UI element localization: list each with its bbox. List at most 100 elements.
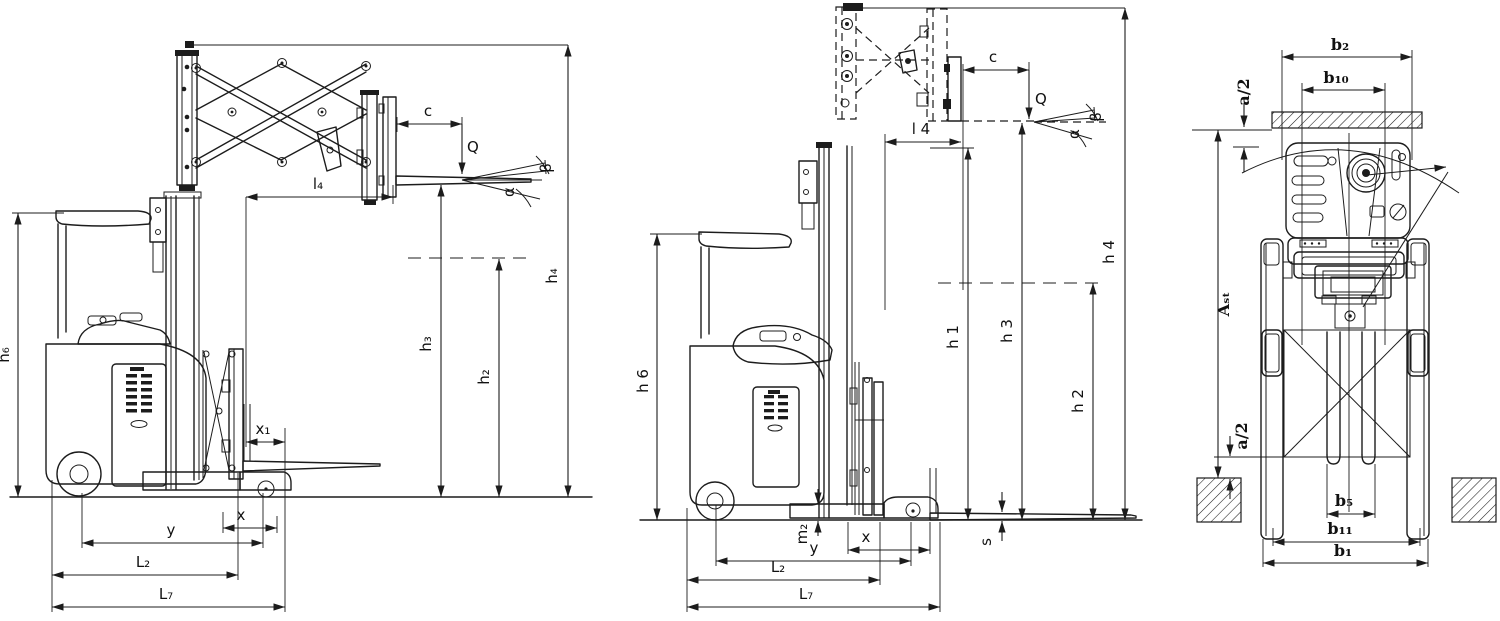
side-view-mast-lowered: h 6 h 1 h 3 h 2 h 4 <box>634 3 1143 612</box>
dim-label-alpha: α <box>500 187 518 197</box>
dim-L7: L₇ <box>52 585 285 611</box>
pantograph-reach-mechanism <box>175 41 568 205</box>
dim-h3: h₃ <box>417 185 445 497</box>
dim-label-b2: b₂ <box>1331 35 1349 54</box>
dim-L2: L₂ <box>51 473 239 612</box>
baseleg <box>789 503 885 519</box>
dim-label-h4: h₄ <box>543 268 561 284</box>
dim-h2: h₂ <box>408 257 532 497</box>
dim-label-L2: L₂ <box>136 553 150 571</box>
dim-L7: L₇ <box>687 522 941 612</box>
fork-lowered <box>929 512 1137 521</box>
dim-b5: b₅ <box>1326 464 1376 518</box>
fork-lowered <box>242 460 381 472</box>
dim-label-m2: m₂ <box>793 524 811 545</box>
chassis-outline <box>45 343 207 485</box>
dim-label-x: x <box>862 528 871 546</box>
rack-face-hatched <box>1271 111 1423 129</box>
dim-x1: x₁ <box>246 420 286 612</box>
control-console <box>732 324 833 365</box>
dim-h3: h 3 <box>998 123 1026 520</box>
dim-c: c <box>963 48 1030 78</box>
dim-b11: b₁₁ <box>1272 519 1421 546</box>
dim-label-h2: h₂ <box>475 369 493 385</box>
load-wheel-housing <box>239 471 292 491</box>
battery-cover <box>111 363 167 487</box>
dim-l4: l₄ <box>245 175 394 447</box>
dim-label-h3: h₃ <box>417 336 435 352</box>
dim-s: s <box>977 492 1006 546</box>
drive-wheel <box>56 451 102 497</box>
dim-h6: h₆ <box>0 212 64 497</box>
dim-label-b10: b₁₀ <box>1323 68 1348 87</box>
control-console <box>77 319 171 345</box>
dimensions-right-view: b₂ b₁₀ a/2 Aₛₜ a/2 <box>1214 35 1429 567</box>
reach-carriage-retracted <box>849 362 884 516</box>
dim-label-beta: β <box>1087 112 1105 122</box>
dimensions-middle-view: h 6 h 1 h 3 h 2 h 4 <box>634 7 1129 612</box>
dim-label-h6: h₆ <box>0 347 13 363</box>
dim-b1: b₁ <box>1262 539 1429 567</box>
dim-Q: Q <box>1025 70 1047 119</box>
dim-label-c: c <box>424 102 432 120</box>
dim-label-Q: Q <box>1035 90 1047 108</box>
dim-label-h6: h 6 <box>634 369 652 393</box>
overhead-guard-roof <box>698 231 792 249</box>
dim-label-l4: l₄ <box>313 175 323 193</box>
dim-a2-bottom: a/2 <box>1226 422 1251 499</box>
dim-label-b5: b₅ <box>1335 491 1353 510</box>
dim-label-b11: b₁₁ <box>1327 519 1352 538</box>
dim-label-y: y <box>167 521 176 539</box>
load-wheel-housing <box>883 496 939 519</box>
mast <box>149 191 202 490</box>
dim-label-L7: L₇ <box>799 585 813 603</box>
vent-grille <box>764 390 788 420</box>
dim-label-x: x <box>237 506 246 524</box>
stack-block-left <box>1196 477 1242 523</box>
fork-raised <box>395 175 532 186</box>
dim-label-s: s <box>977 538 995 546</box>
dim-x: x <box>847 522 931 554</box>
dim-a2-top: a/2 <box>1233 78 1259 172</box>
dim-label-y: y <box>810 539 819 557</box>
tilt-angle-indicator: β α <box>1033 103 1106 148</box>
dim-label-h3: h 3 <box>998 319 1016 343</box>
load-wheel-left <box>1261 329 1283 377</box>
baseleg <box>142 471 241 491</box>
pallet <box>1283 329 1411 458</box>
battery-cover <box>752 386 800 488</box>
dim-label-x1: x₁ <box>256 420 271 438</box>
dim-label-l4: l 4 <box>912 120 930 138</box>
dim-Q: Q <box>458 124 479 174</box>
dim-label-a2-bottom: a/2 <box>1232 422 1251 449</box>
vent-grille <box>126 367 152 413</box>
dimensions-left-view: h₆ h₄ h₃ h₂ l₄ <box>0 45 572 612</box>
dim-b10: b₁₀ <box>1301 68 1386 345</box>
mast <box>798 142 853 519</box>
dim-L2: L₂ <box>686 508 881 612</box>
pantograph-phantom-raised <box>835 3 1125 290</box>
dim-l4: l 4 <box>884 120 961 310</box>
dim-m2: m₂ <box>793 489 822 545</box>
load-wheel <box>905 502 921 518</box>
dim-label-Q: Q <box>467 138 479 156</box>
plan-view-aisle: b₂ b₁₀ a/2 Aₛₜ a/2 <box>1192 35 1497 567</box>
load-wheel-right <box>1407 329 1429 377</box>
dim-x: x <box>222 506 278 533</box>
truck-body-side <box>45 191 381 498</box>
turning-arc <box>1241 149 1460 194</box>
dim-label-L2: L₂ <box>771 558 785 576</box>
stack-block-right <box>1451 477 1497 523</box>
steering-wheel <box>1346 153 1386 193</box>
dim-c: c <box>396 102 463 132</box>
overhead-guard-roof <box>55 210 152 227</box>
dim-label-c: c <box>989 48 997 66</box>
dim-label-h2: h 2 <box>1069 389 1087 413</box>
dim-label-h1: h 1 <box>944 325 962 349</box>
chassis-outline <box>689 345 825 506</box>
dim-label-h4: h 4 <box>1100 240 1118 264</box>
straddle-legs <box>1260 238 1430 540</box>
tilt-angle-indicator: β α <box>461 155 555 208</box>
